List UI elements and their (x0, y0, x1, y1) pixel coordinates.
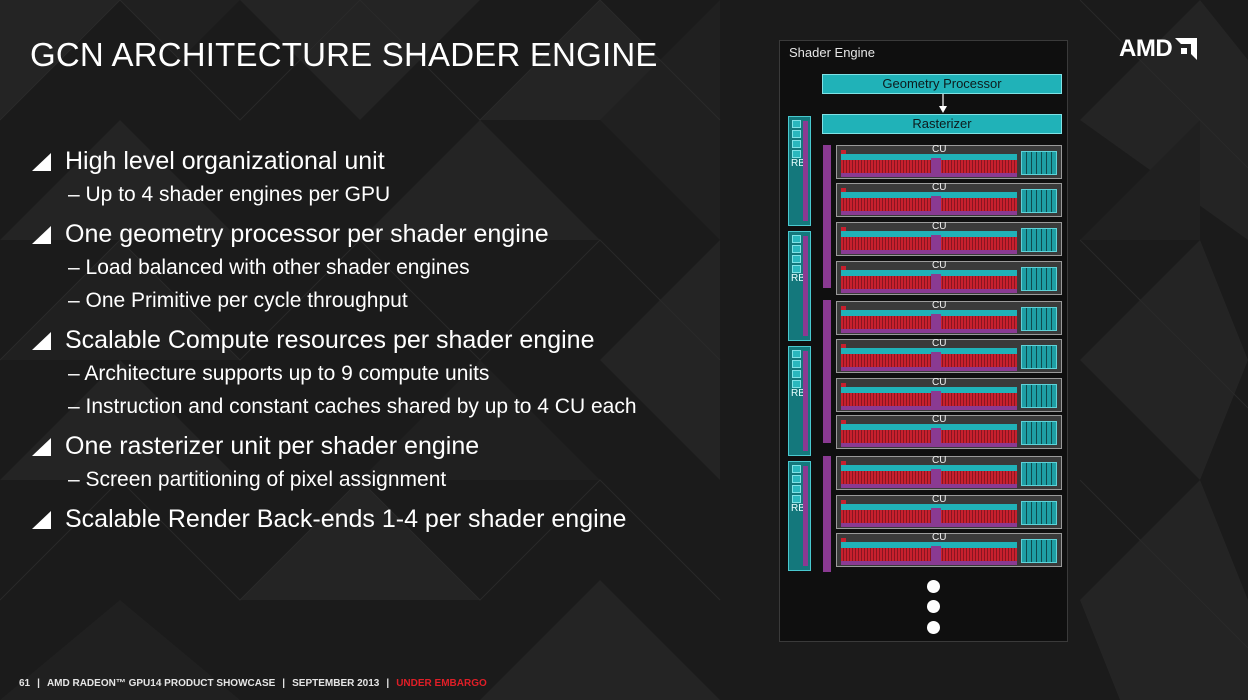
down-arrow-icon (939, 94, 947, 113)
compute-unit: CU (836, 221, 1062, 256)
sub-bullet-text: – Instruction and constant caches shared… (68, 395, 637, 418)
sub-bullet-text: – Load balanced with other shader engine… (68, 256, 470, 279)
rb-label: RB (791, 388, 805, 399)
shared-cache-bar (823, 145, 831, 288)
bullet-text: One geometry processor per shader engine (65, 220, 549, 248)
render-backend-block: RB (788, 231, 811, 341)
sub-bullet-item: – Load balanced with other shader engine… (30, 251, 750, 284)
bullet-text: Scalable Compute resources per shader en… (65, 326, 595, 354)
compute-unit: CU (836, 532, 1062, 567)
shader-engine-diagram: Shader Engine Geometry Processor Rasteri… (779, 40, 1068, 642)
sub-bullet-text: – One Primitive per cycle throughput (68, 289, 408, 312)
cu-label: CU (932, 377, 947, 388)
compute-unit: CU (836, 338, 1062, 373)
rasterizer-block: Rasterizer (822, 114, 1062, 134)
sub-bullet-item: – Instruction and constant caches shared… (30, 390, 750, 423)
sub-bullet-text: – Architecture supports up to 9 compute … (68, 362, 490, 385)
compute-unit: CU (836, 455, 1062, 490)
rb-label: RB (791, 503, 805, 514)
triangle-bullet-icon (32, 332, 51, 350)
amd-arrow-icon (1175, 38, 1198, 60)
cu-label: CU (932, 414, 947, 425)
sub-bullet-text: – Screen partitioning of pixel assignmen… (68, 468, 447, 491)
bullet-item: Scalable Compute resources per shader en… (30, 324, 750, 357)
render-backend-block: RB (788, 346, 811, 456)
sub-bullet-item: – Up to 4 shader engines per GPU (30, 178, 750, 211)
ellipsis-dot (927, 600, 940, 613)
ellipsis-dot (927, 580, 940, 593)
rb-label: RB (791, 158, 805, 169)
rb-label: RB (791, 273, 805, 284)
shared-cache-bar (823, 300, 831, 443)
render-backend-block: RB (788, 461, 811, 571)
compute-unit: CU (836, 377, 1062, 412)
bullet-text: Scalable Render Back-ends 1-4 per shader… (65, 505, 627, 533)
embargo-label: UNDER EMBARGO (396, 678, 487, 689)
triangle-bullet-icon (32, 153, 51, 171)
cu-label: CU (932, 260, 947, 271)
sub-bullet-item: – Architecture supports up to 9 compute … (30, 357, 750, 390)
event-name: AMD RADEON™ GPU14 PRODUCT SHOWCASE (46, 678, 276, 689)
compute-unit: CU (836, 414, 1062, 449)
cu-label: CU (932, 455, 947, 466)
geometry-processor-block: Geometry Processor (822, 74, 1062, 94)
sub-bullet-item: – Screen partitioning of pixel assignmen… (30, 463, 750, 496)
bullet-item: High level organizational unit (30, 145, 750, 178)
cu-label: CU (932, 494, 947, 505)
bullet-list: High level organizational unit – Up to 4… (30, 145, 750, 536)
sub-bullet-item: – One Primitive per cycle throughput (30, 284, 750, 317)
cu-label: CU (932, 221, 947, 232)
event-date: SEPTEMBER 2013 (292, 678, 380, 689)
render-backend-block: RB (788, 116, 811, 226)
amd-logo: AMD (1119, 35, 1198, 62)
compute-unit: CU (836, 182, 1062, 217)
bullet-text: One rasterizer unit per shader engine (65, 432, 480, 460)
cu-label: CU (932, 338, 947, 349)
cu-label: CU (932, 532, 947, 543)
compute-unit: CU (836, 494, 1062, 529)
cu-label: CU (932, 182, 947, 193)
compute-unit: CU (836, 144, 1062, 179)
cu-label: CU (932, 144, 947, 155)
bullet-item: Scalable Render Back-ends 1-4 per shader… (30, 503, 750, 536)
ellipsis-dot (927, 621, 940, 634)
compute-unit: CU (836, 300, 1062, 335)
slide-title: GCN ARCHITECTURE SHADER ENGINE (30, 36, 658, 73)
bullet-text: High level organizational unit (65, 147, 385, 175)
triangle-bullet-icon (32, 438, 51, 456)
page-number: 61 (19, 678, 31, 689)
triangle-bullet-icon (32, 226, 51, 244)
compute-unit: CU (836, 260, 1062, 295)
bullet-item: One geometry processor per shader engine (30, 218, 750, 251)
sub-bullet-text: – Up to 4 shader engines per GPU (68, 183, 391, 206)
cu-label: CU (932, 300, 947, 311)
shared-cache-bar (823, 456, 831, 572)
logo-text: AMD (1119, 35, 1173, 62)
bullet-item: One rasterizer unit per shader engine (30, 430, 750, 463)
triangle-bullet-icon (32, 511, 51, 529)
slide-footer: 61|AMD RADEON™ GPU14 PRODUCT SHOWCASE|SE… (19, 678, 487, 689)
diagram-label: Shader Engine (789, 45, 876, 60)
